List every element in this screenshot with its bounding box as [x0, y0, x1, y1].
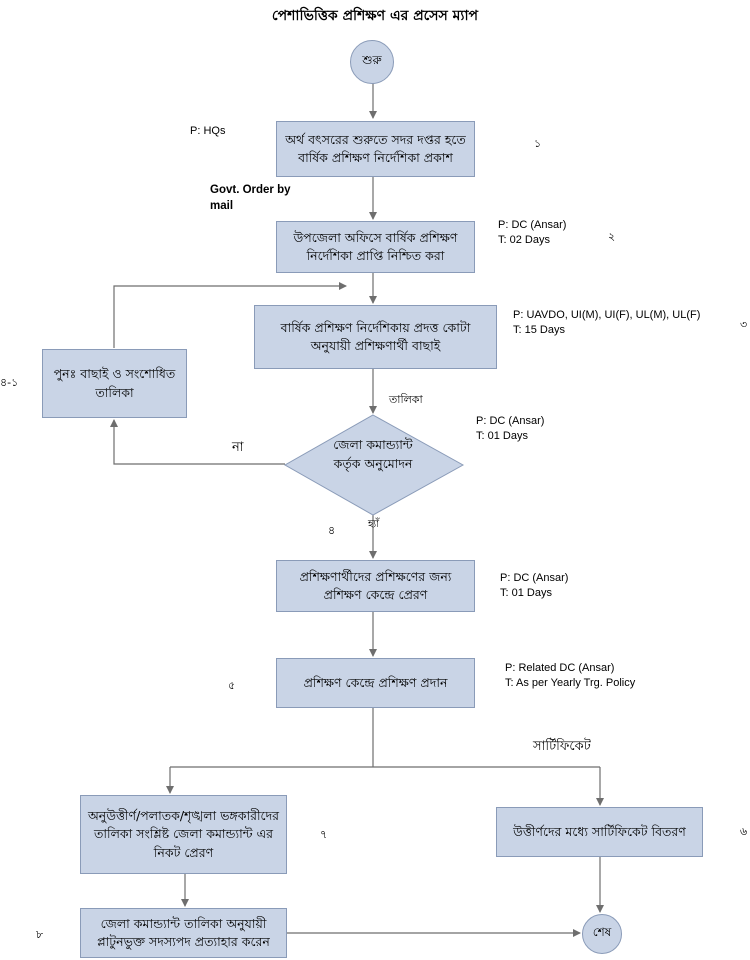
step2-box: উপজেলা অফিসে বার্ষিক প্রশিক্ষণ নির্দেশিক… [276, 221, 475, 273]
note-step3: P: UAVDO, UI(M), UI(F), UL(M), UL(F) T: … [513, 309, 701, 336]
arrow-decision-no [110, 419, 285, 465]
note-step5: P: Related DC (Ansar) T: As per Yearly T… [505, 662, 636, 689]
label-list: তালিকা [389, 393, 423, 406]
step-number-6: ৬ [740, 825, 748, 838]
note-step2: P: DC (Ansar) T: 02 Days [498, 219, 567, 246]
step-number-2: ২ [608, 230, 616, 243]
step-number-3a: ৪-১ [0, 376, 19, 389]
start-node: শুরু [350, 40, 394, 84]
step7-box: অনুউত্তীর্ণ/পলাতক/শৃঙ্খলা ভঙ্গকারীদের তা… [80, 795, 287, 874]
note-step1: P: HQs [190, 125, 226, 137]
step-number-5: ৫ [228, 679, 236, 692]
label-yes: হ্যাঁ [368, 519, 380, 530]
arrow-step3a-loop [113, 282, 347, 348]
step8-box: জেলা কমান্ড্যান্ট তালিকা অনুযায়ী প্লাটু… [80, 908, 287, 958]
note-step4: P: DC (Ansar) T: 01 Days [500, 572, 569, 599]
label-certificate: সার্টিফিকেট [533, 739, 591, 754]
step5-box: প্রশিক্ষণ কেন্দ্রে প্রশিক্ষণ প্রদান [276, 658, 475, 708]
step4-box: প্রশিক্ষণার্থীদের প্রশিক্ষণের জন্য প্রশি… [276, 560, 475, 612]
step-number-4: ৪ [328, 524, 336, 537]
note-decision: P: DC (Ansar) T: 01 Days [476, 415, 545, 442]
step-number-3: ৩ [740, 318, 748, 331]
step-number-7: ৭ [320, 828, 328, 841]
note-govt-order: Govt. Order by mail [210, 184, 291, 212]
step1-box: অর্থ বৎসরের শুরুতে সদর দপ্তর হতে বার্ষিক… [276, 121, 475, 177]
step-number-8: ৮ [36, 928, 44, 941]
label-no: না [232, 440, 244, 455]
step3a-box: পুনঃ বাছাই ও সংশোধিত তালিকা [42, 349, 187, 418]
end-node: শেষ [582, 914, 622, 954]
step3-box: বার্ষিক প্রশিক্ষণ নির্দেশিকায় প্রদত্ত ক… [254, 305, 497, 369]
page-title: পেশাভিত্তিক প্রশিক্ষণ এর প্রসেস ম্যাপ [271, 8, 479, 24]
decision-diamond [283, 414, 465, 516]
step-number-1: ১ [534, 137, 542, 150]
step6-box: উত্তীর্ণদের মধ্যে সার্টিফিকেট বিতরণ [496, 807, 703, 857]
decision-label: জেলা কমান্ড্যান্ট কর্তৃক অনুমোদন [333, 437, 413, 471]
